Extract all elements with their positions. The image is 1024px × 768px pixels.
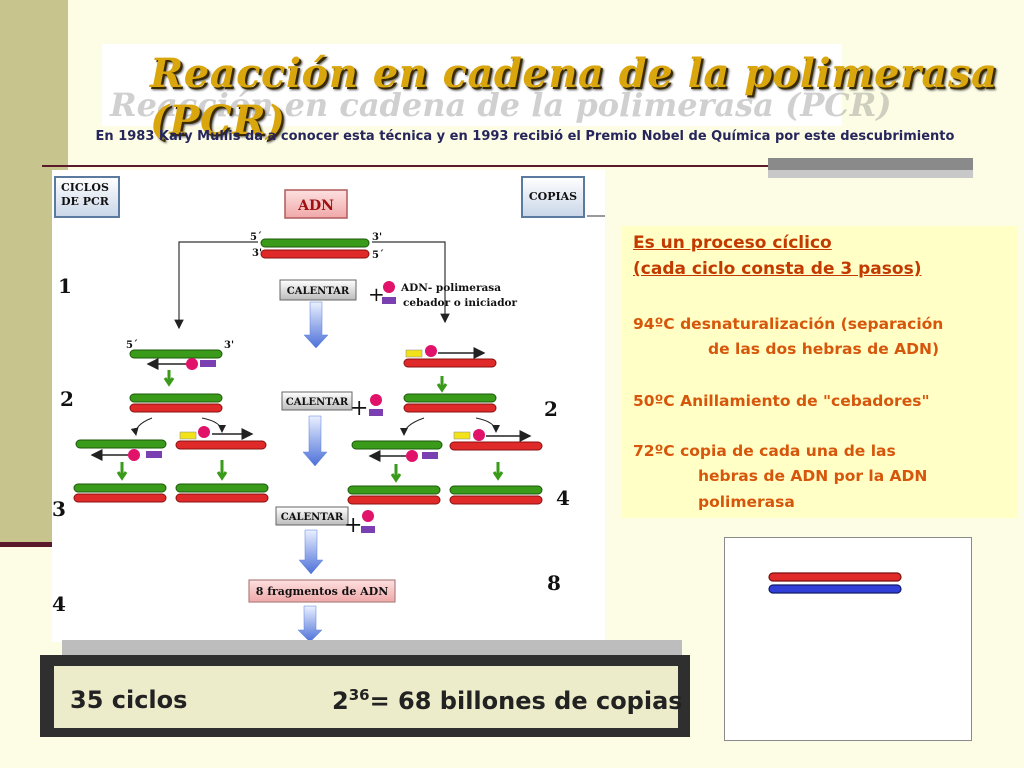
formula-result: = 68 billones de copias: [369, 687, 683, 715]
flow-arrow-4: [297, 605, 323, 642]
step2-line: 50ºC Anillamiento de "cebadores": [633, 392, 930, 410]
copy-number-8: 8: [547, 571, 561, 595]
process-title-1: Es un proceso cíclico: [633, 233, 832, 253]
prime-5-label: 5´: [372, 250, 384, 261]
cycles-header-box: [54, 176, 120, 218]
prime-3-label: 3': [224, 340, 234, 351]
heat-step-2: [281, 391, 353, 411]
divider-bar-light: [768, 170, 973, 178]
cycle-number-1: 1: [58, 274, 72, 298]
copy-number-2: 2: [544, 397, 558, 421]
legend-polymerase: ADN- polimerasa: [400, 282, 501, 294]
fragments-box: [248, 579, 396, 603]
heat-label-3: CALENTAR: [281, 512, 344, 523]
cycle-number-4: 4: [52, 592, 66, 616]
heat-step-3: [275, 506, 349, 526]
step3-line3: polimerasa: [698, 493, 795, 511]
formula-exponent: 36: [348, 686, 370, 704]
result-banner: [54, 666, 678, 728]
svg-text:+: +: [368, 282, 385, 306]
adn-header-label: ADN: [297, 198, 334, 214]
left-band-underline: [0, 542, 68, 547]
pcr-diagram-svg: CICLOS DE PCR ADN COPIAS 1 2 3 4 2 4 8 5…: [52, 176, 605, 642]
heat-label-2: CALENTAR: [286, 397, 349, 408]
flow-arrow-3: [298, 529, 324, 575]
dna-strand-green: [260, 238, 370, 248]
dna-strand-red: [260, 249, 370, 259]
step1-line1: 94ºC desnaturalización (separación: [633, 315, 944, 333]
heat-step-1: [279, 279, 357, 301]
cycles-count: 35 ciclos: [70, 686, 188, 714]
divider-line: [42, 165, 972, 167]
cycle-number-3: 3: [52, 497, 66, 521]
fragments-label: 8 fragmentos de ADN: [256, 585, 389, 598]
intro-text: En 1983 Kary Mullis da a conocer esta té…: [95, 129, 955, 144]
title-reflection: Reacción en cadena de la polimerasa (PCR…: [110, 86, 892, 124]
copies-header-label: COPIAS: [529, 190, 577, 203]
flow-arrow-1: [303, 301, 329, 349]
prime-5-label: 5´: [126, 340, 138, 351]
page-title: Reacción en cadena de la polimerasa (PCR…: [150, 50, 998, 144]
prime-3-label: 3': [372, 232, 382, 243]
formula-base: 2: [332, 687, 349, 715]
pcr-diagram: CICLOS DE PCR ADN COPIAS 1 2 3 4 2 4 8 5…: [52, 170, 605, 642]
title-banner: [102, 44, 842, 126]
adn-header-box: [284, 189, 348, 219]
flow-arrow-2: [302, 415, 328, 467]
legend-primer: cebador o iniciador: [403, 297, 518, 309]
step3-line2: hebras de ADN por la ADN: [698, 467, 928, 485]
svg-text:+: +: [350, 396, 368, 421]
prime-5-label: 5´: [250, 232, 262, 243]
cycles-header-line1: CICLOS: [61, 181, 109, 194]
copy-number-4: 4: [556, 486, 570, 510]
cycles-header-line2: DE PCR: [61, 195, 110, 208]
dna-animation-box: [724, 537, 972, 741]
copies-formula: 236= 68 billones de copias: [332, 686, 683, 715]
svg-text:+: +: [344, 513, 362, 538]
heat-label-1: CALENTAR: [287, 286, 350, 297]
polymerase-icon: [383, 281, 395, 293]
copies-header-box: [521, 176, 585, 218]
animation-strand-red: [768, 572, 902, 582]
animation-strand-blue: [768, 584, 902, 594]
process-steps-box: [622, 226, 1018, 518]
process-title-2: (cada ciclo consta de 3 pasos): [633, 259, 922, 279]
primer-icon: [382, 297, 396, 304]
step3-line1: 72ºC copia de cada una de las: [633, 442, 896, 460]
dna-animation-svg: [768, 572, 902, 594]
cycle-number-2: 2: [60, 387, 74, 411]
prime-3-label: 3': [252, 248, 262, 259]
step1-line2: de las dos hebras de ADN): [708, 340, 940, 358]
